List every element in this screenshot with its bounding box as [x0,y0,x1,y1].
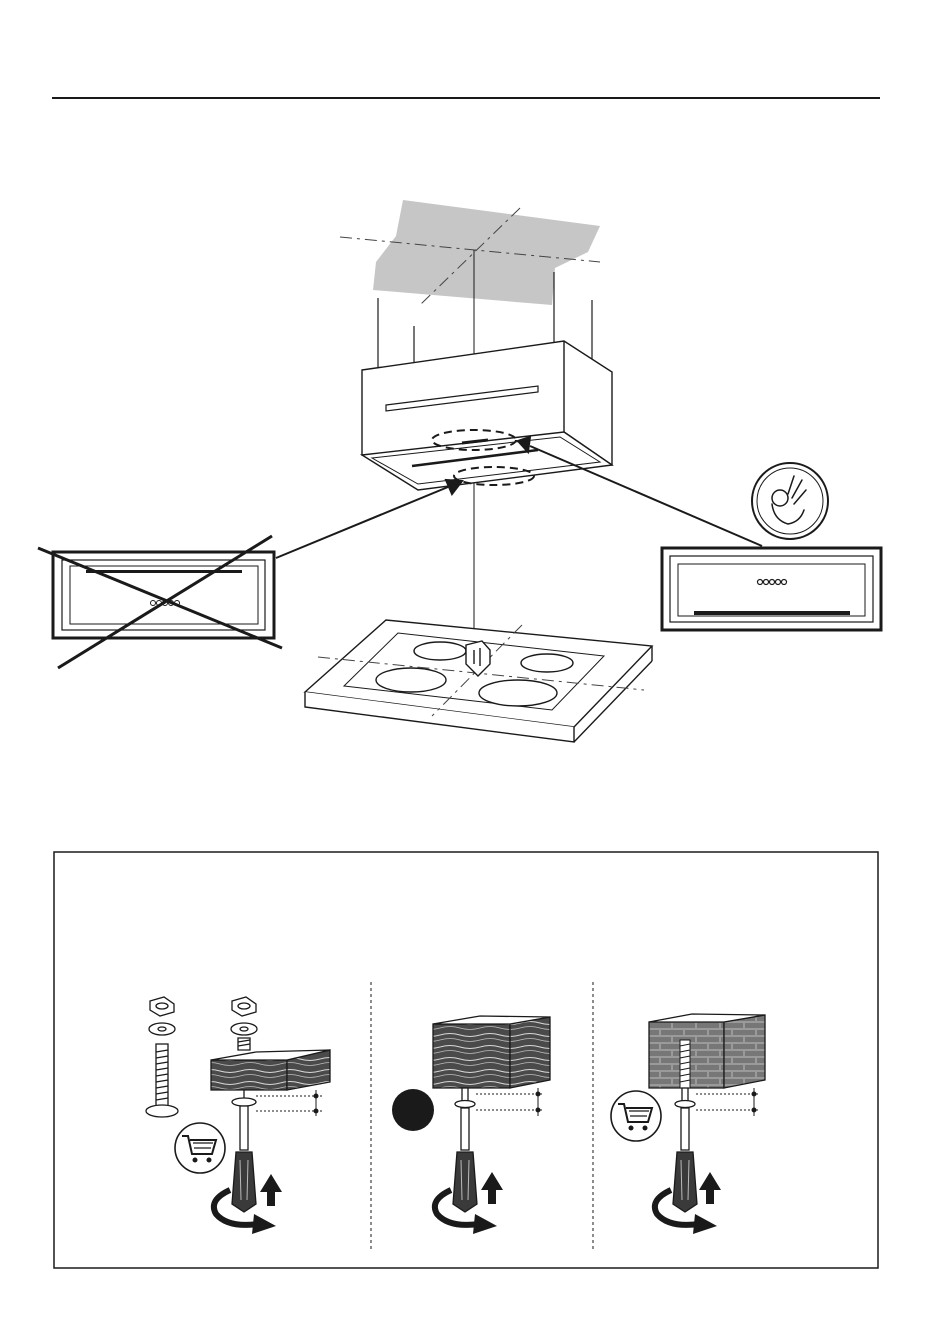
cart-icon [175,1123,225,1173]
hob [305,620,652,742]
screw-and-screwdriver [453,1088,477,1212]
up-arrow-icon [481,1172,503,1204]
screw-and-screwdriver [232,1090,256,1212]
wood-ceiling-section [392,1016,550,1234]
wrong-orientation-panel [38,536,282,668]
up-arrow-icon [699,1172,721,1204]
dimension-marks [696,1088,760,1116]
cart-icon [611,1091,661,1141]
black-dot-icon [392,1089,434,1131]
washer-icon [149,1023,257,1035]
screw-and-screwdriver [673,1088,697,1212]
wood-block-icon [433,1016,550,1088]
dimension-marks [256,1090,322,1116]
nut-icon [150,997,256,1016]
dimension-marks [476,1088,544,1116]
correct-orientation-panel [662,548,881,630]
brick-block-icon [649,1014,765,1088]
up-arrow-icon [260,1174,282,1206]
ok-hand-icon [752,463,828,539]
brick-ceiling-section [611,1014,765,1234]
fixing-kit-section [146,997,330,1234]
ceiling-panel [340,200,600,305]
wood-block-icon [211,1050,330,1090]
